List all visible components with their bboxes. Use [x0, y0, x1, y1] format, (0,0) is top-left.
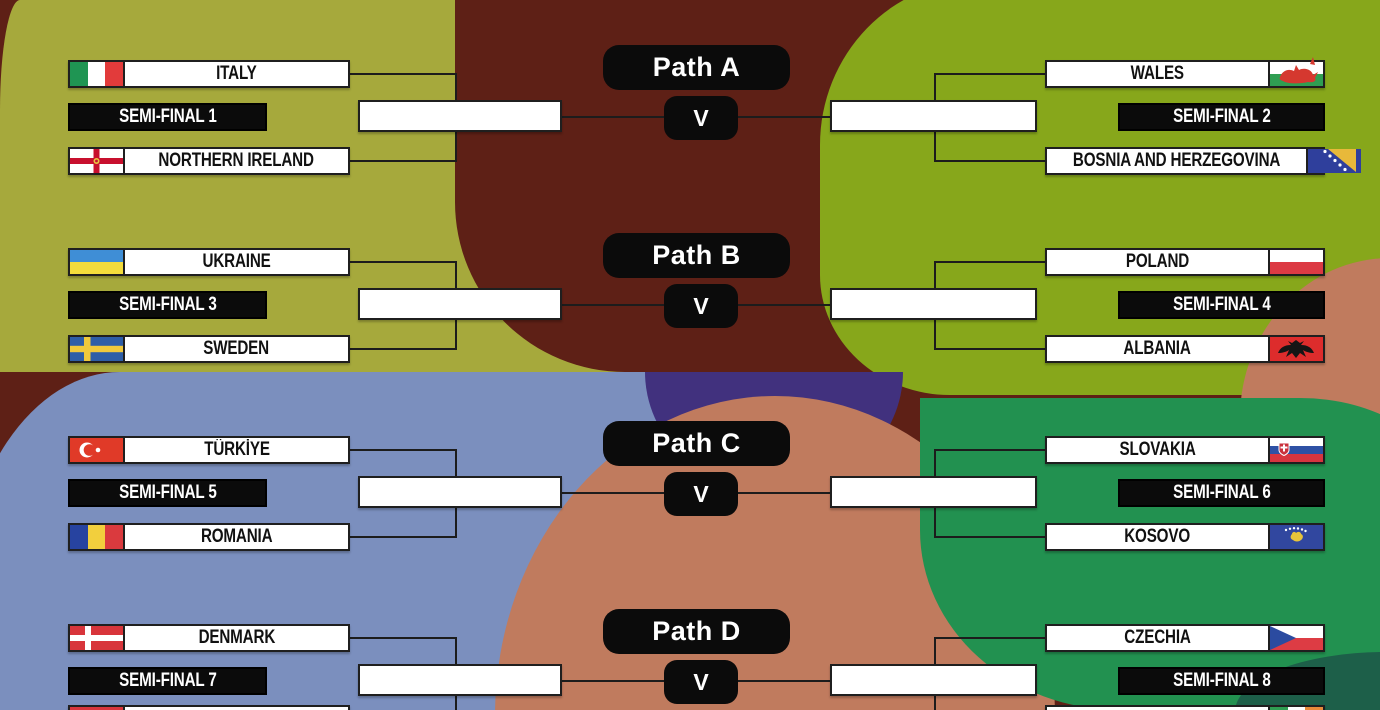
path-label-text: Path C [652, 428, 741, 458]
path-label-text: Path A [652, 52, 741, 82]
bracket-line [934, 261, 1047, 263]
bracket-line [934, 449, 1047, 451]
bracket-line [350, 160, 457, 162]
flag-kosovo-icon [1268, 525, 1323, 549]
team-box-northern-ireland: NORTHERN IRELAND [68, 147, 350, 175]
team-name: TÜRKİYE [203, 439, 270, 460]
flag-romania-icon [70, 525, 125, 549]
semifinal-5-label: SEMI-FINAL 5 [68, 479, 267, 507]
flag-wales-icon [1268, 57, 1323, 86]
team-box-bosnia-and-herzegovina: BOSNIA AND HERZEGOVINA [1045, 147, 1362, 175]
flag-northern-ireland-icon [70, 149, 125, 173]
team-name: CZECHIA [1124, 627, 1191, 648]
path-label: Path C [603, 421, 790, 466]
team-name: DENMARK [198, 627, 275, 648]
path-label-text: Path D [652, 616, 741, 646]
winner-box-left [358, 664, 562, 696]
versus-text: V [693, 292, 709, 319]
versus-box: V [664, 660, 738, 704]
winner-box-left [358, 100, 562, 132]
team-box-sweden: SWEDEN [68, 335, 350, 363]
team-name: ALBANIA [1123, 338, 1192, 359]
bracket-line [934, 160, 1047, 162]
team-name: NORTHERN IRELAND [158, 150, 315, 171]
team-box-kosovo: KOSOVO [1045, 523, 1325, 551]
team-box-italy: ITALY [68, 60, 350, 88]
bracket-line [350, 73, 457, 75]
team-box-romania: ROMANIA [68, 523, 350, 551]
bracket-line [934, 637, 1047, 639]
semifinal-8-label: SEMI-FINAL 8 [1118, 667, 1325, 695]
flag-partial-icon [1268, 707, 1323, 710]
flag-albania-icon [1268, 337, 1323, 361]
bracket-line [350, 637, 457, 639]
bracket-line [934, 73, 1047, 75]
winner-box-right [830, 100, 1037, 132]
path-label-text: Path B [652, 240, 741, 270]
flag-sweden-icon [70, 337, 125, 361]
bracket-line [350, 261, 457, 263]
versus-text: V [693, 480, 709, 507]
versus-box: V [664, 472, 738, 516]
team-name: SWEDEN [203, 338, 270, 359]
versus-box: V [664, 284, 738, 328]
semifinal-2-label: SEMI-FINAL 2 [1118, 103, 1325, 131]
team-box-turkiye: TÜRKİYE [68, 436, 350, 464]
team-name: UKRAINE [202, 251, 271, 272]
bracket-line [934, 536, 1047, 538]
flag-denmark-icon [70, 626, 125, 650]
path-d-group: Path D V DENMARK SEMI-FINAL 7 CZECHIA SE… [0, 564, 1380, 710]
flag-italy-icon [70, 62, 125, 86]
team-name: POLAND [1125, 251, 1190, 272]
bracket-line [350, 449, 457, 451]
path-label: Path A [603, 45, 790, 90]
team-box-wales: WALES [1045, 57, 1325, 88]
path-label: Path D [603, 609, 790, 654]
team-name: BOSNIA AND HERZEGOVINA [1072, 150, 1281, 171]
flag-partial-icon [70, 707, 125, 710]
team-name: KOSOVO [1124, 526, 1191, 547]
semifinal-7-label: SEMI-FINAL 7 [68, 667, 267, 695]
bracket-line [350, 348, 457, 350]
path-c-group: Path C V TÜRKİYE SEMI-FINAL 5 ROMANIA SL… [0, 376, 1380, 564]
winner-box-right [830, 288, 1037, 320]
team-box-ukraine: UKRAINE [68, 248, 350, 276]
team-name: ROMANIA [200, 526, 273, 547]
winner-box-left [358, 476, 562, 508]
winner-box-right [830, 664, 1037, 696]
team-name: SLOVAKIA [1119, 439, 1196, 460]
bracket-line [350, 536, 457, 538]
versus-text: V [693, 668, 709, 695]
flag-turkiye-icon [70, 438, 125, 462]
versus-text: V [693, 104, 709, 131]
team-box-albania: ALBANIA [1045, 335, 1325, 363]
versus-box: V [664, 96, 738, 140]
flag-ukraine-icon [70, 250, 125, 274]
team-name: WALES [1130, 63, 1185, 84]
flag-slovakia-icon [1268, 438, 1323, 462]
flag-czechia-icon [1268, 626, 1323, 650]
team-box-partial [68, 705, 350, 710]
team-box-partial [1045, 705, 1325, 710]
flag-poland-icon [1268, 250, 1323, 274]
path-label: Path B [603, 233, 790, 278]
flag-bosnia-and-herzegovina-icon [1306, 149, 1362, 173]
bracket-line [934, 348, 1047, 350]
winner-box-left [358, 288, 562, 320]
semifinal-4-label: SEMI-FINAL 4 [1118, 291, 1325, 319]
team-box-slovakia: SLOVAKIA [1045, 436, 1325, 464]
semifinal-6-label: SEMI-FINAL 6 [1118, 479, 1325, 507]
path-b-group: Path B V UKRAINE SEMI-FINAL 3 SWEDEN POL… [0, 188, 1380, 376]
path-a-group: Path A V ITALY SEMI-FINAL 1 NORTHERN IRE… [0, 0, 1380, 188]
semifinal-1-label: SEMI-FINAL 1 [68, 103, 267, 131]
team-box-denmark: DENMARK [68, 624, 350, 652]
winner-box-right [830, 476, 1037, 508]
team-name: ITALY [216, 63, 257, 84]
team-box-czechia: CZECHIA [1045, 624, 1325, 652]
team-box-poland: POLAND [1045, 248, 1325, 276]
semifinal-3-label: SEMI-FINAL 3 [68, 291, 267, 319]
